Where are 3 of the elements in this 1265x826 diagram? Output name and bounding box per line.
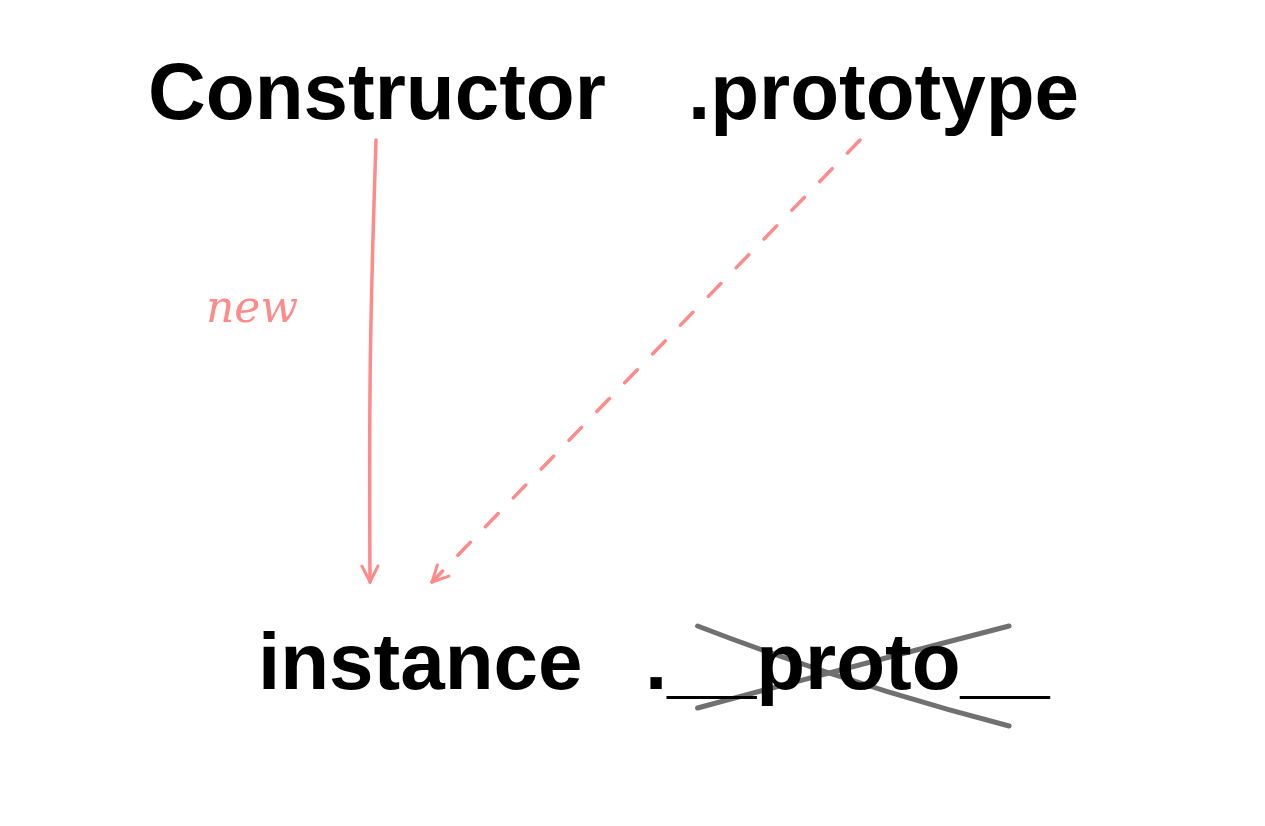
instance-text: instance <box>258 622 583 702</box>
constructor-text: Constructor <box>148 52 606 132</box>
edge-label: new <box>206 281 299 332</box>
